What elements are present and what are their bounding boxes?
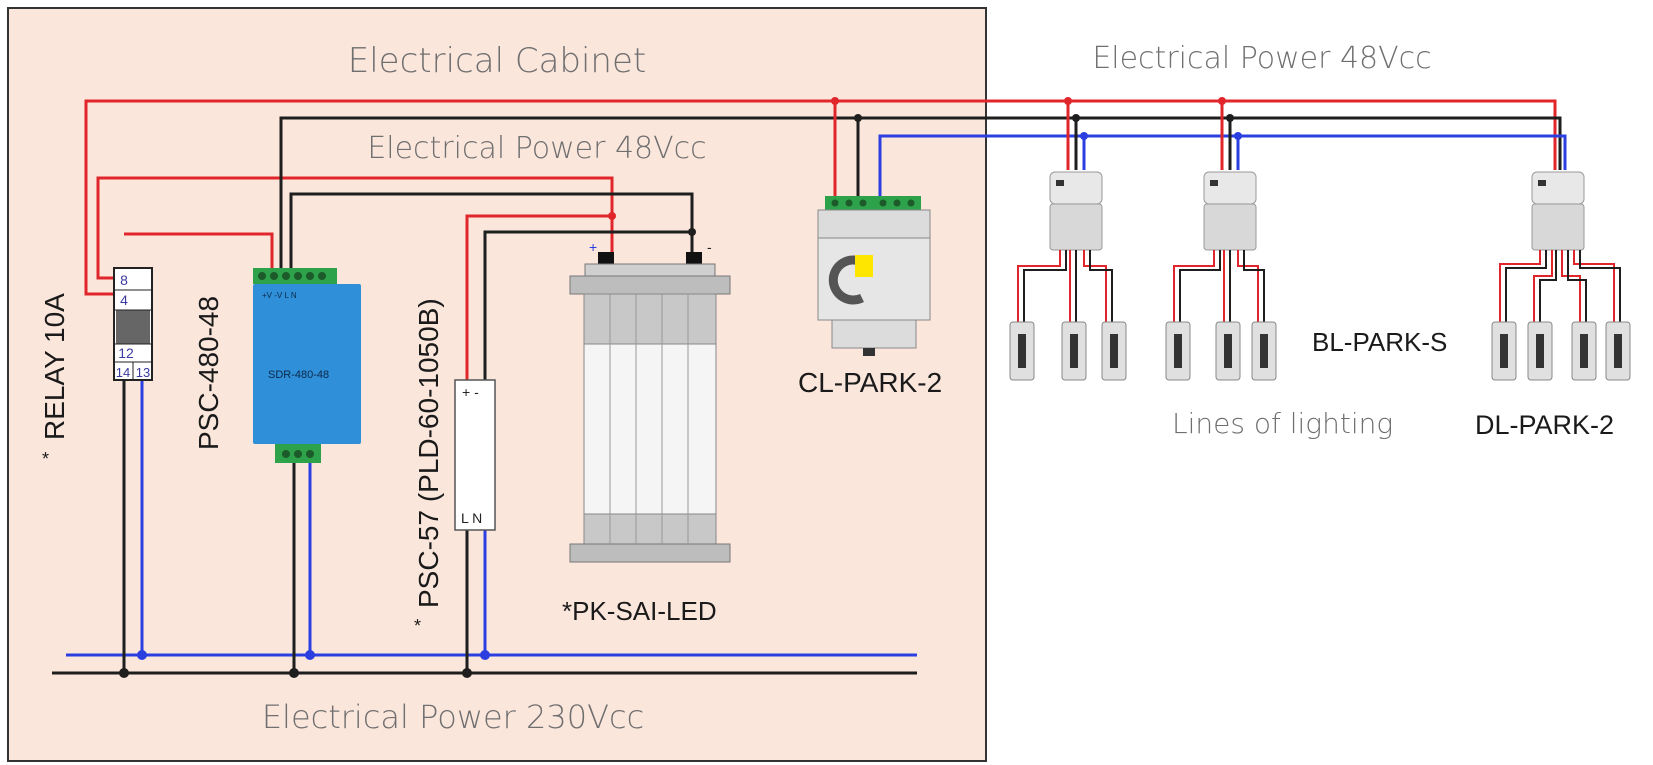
controller-icon — [817, 196, 931, 356]
relay-star: * — [42, 449, 49, 469]
bus-48v-wires — [84, 99, 1567, 380]
bus-230v — [52, 380, 917, 675]
pk-sai-label: *PK-SAI-LED — [562, 596, 717, 626]
psu480-model: SDR-480-48 — [268, 369, 329, 381]
power-supply-icon: +V -V L N SDR-480-48 — [253, 268, 361, 463]
fixture-led-strips — [1018, 334, 1622, 368]
power-230-label: Electrical Power 230Vcc — [262, 698, 644, 736]
psc480-label: PSC-480-48 — [193, 296, 224, 450]
led-driver-icon: + - L N — [454, 379, 496, 531]
relay-module-icon: 8 4 12 14 13 — [113, 267, 153, 381]
psc57-bottom-terminals: L N — [461, 510, 482, 526]
relay-terminal-4: 4 — [120, 292, 128, 308]
battery-plus: + — [589, 239, 597, 255]
electrical-cabinet — [7, 7, 987, 762]
bl-park-label: BL-PARK-S — [1312, 327, 1447, 357]
psc57-label: PSC-57 (PLD-60-1050B) — [413, 298, 444, 608]
bus-junction-dots — [608, 97, 1242, 236]
relay-terminal-13: 13 — [136, 365, 150, 380]
cabinet-title: Electrical Cabinet — [348, 41, 646, 81]
lighting-driver-icon — [1049, 171, 1585, 251]
relay-terminal-12: 12 — [118, 345, 134, 361]
power-48-inner-label: Electrical Power 48Vcc — [367, 131, 706, 166]
cl-park-label: CL-PARK-2 — [798, 367, 942, 398]
psc57-top-terminals: + - — [462, 384, 479, 400]
dl-park-label: DL-PARK-2 — [1475, 410, 1614, 440]
psc57-star: * — [414, 616, 421, 636]
lines-of-lighting-label: Lines of lighting — [1172, 407, 1393, 440]
battery-pack-icon: + - — [569, 239, 731, 563]
relay-label: RELAY 10A — [39, 293, 70, 440]
psu480-terminals: +V -V L N — [262, 291, 297, 300]
fixture-wires — [1017, 250, 1621, 322]
bus-230v-dots — [119, 650, 490, 678]
battery-minus: - — [707, 239, 712, 255]
power-48-outer-label: Electrical Power 48Vcc — [1092, 41, 1431, 76]
relay-terminal-8: 8 — [120, 272, 128, 288]
relay-terminal-14: 14 — [116, 365, 130, 380]
